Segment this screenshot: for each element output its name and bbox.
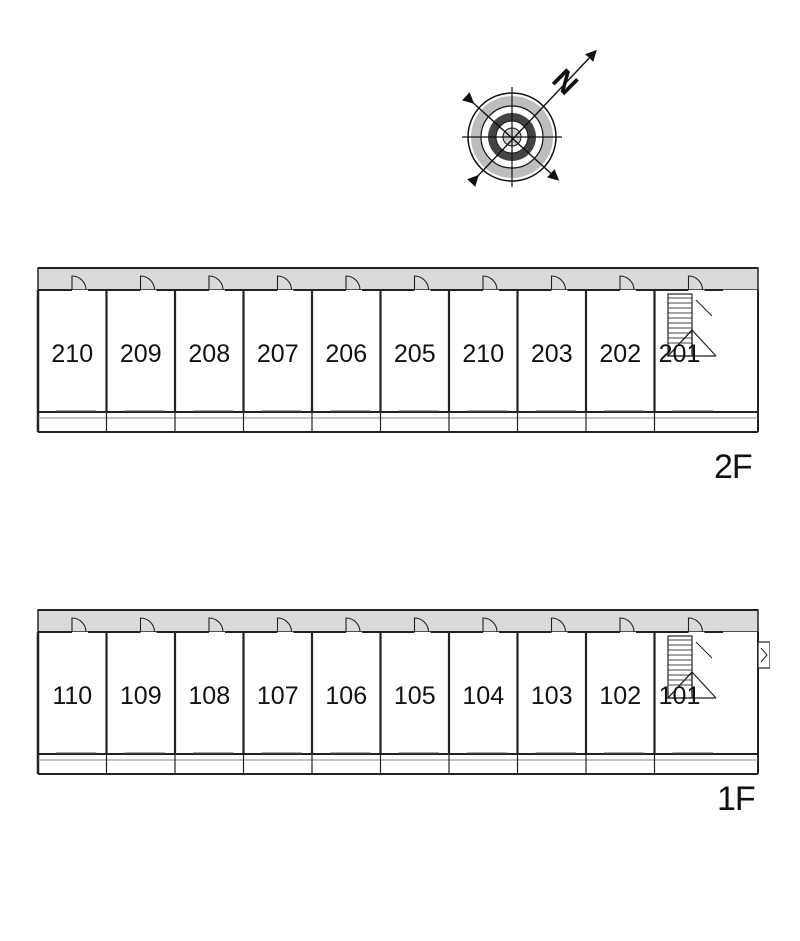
unit-number: 108 <box>188 682 230 710</box>
unit-number: 103 <box>531 682 573 710</box>
compass-rose: N <box>462 49 597 187</box>
unit-door <box>71 617 87 633</box>
unit-door <box>687 275 704 291</box>
unit-door <box>482 617 498 633</box>
unit-number: 206 <box>325 340 367 368</box>
unit-number: 209 <box>120 340 162 368</box>
unit-door <box>276 617 293 633</box>
unit-door <box>276 275 293 291</box>
unit-door <box>139 275 156 291</box>
unit-door <box>482 275 498 291</box>
unit-door <box>413 617 430 633</box>
unit-number: 107 <box>257 682 299 710</box>
unit-door <box>619 617 635 633</box>
unit-number: 110 <box>52 682 92 710</box>
unit-door <box>71 275 87 291</box>
unit-door <box>550 617 567 633</box>
unit-number: 203 <box>531 340 573 368</box>
unit-number: 210 <box>51 340 93 368</box>
unit-number: 101 <box>659 682 701 710</box>
unit-door <box>413 275 430 291</box>
unit-number: 105 <box>394 682 436 710</box>
entrance-box <box>757 641 770 669</box>
floor-label-2f: 2F <box>714 448 753 486</box>
unit-number: 208 <box>188 340 230 368</box>
unit-number: 102 <box>599 682 641 710</box>
unit-door <box>345 617 361 633</box>
unit-door <box>687 617 704 633</box>
unit-number: 201 <box>659 340 701 368</box>
floor-plan-2f: 210 209 208 207 206 205 210 203 202 201 <box>36 267 759 433</box>
unit-door <box>208 617 224 633</box>
unit-number: 104 <box>462 682 504 710</box>
unit-door <box>619 275 635 291</box>
unit-number: 106 <box>325 682 367 710</box>
floor-label-1f: 1F <box>717 780 756 818</box>
unit-door <box>208 275 224 291</box>
unit-number: 109 <box>120 682 162 710</box>
unit-door <box>550 275 567 291</box>
unit-number: 202 <box>599 340 641 368</box>
stairwell <box>667 635 693 699</box>
floor-plan-1f: 110 109 108 107 106 105 104 103 102 101 <box>36 609 770 775</box>
unit-number: 210 <box>462 340 504 368</box>
unit-door <box>345 275 361 291</box>
unit-door <box>139 617 156 633</box>
unit-number: 205 <box>394 340 436 368</box>
unit-number: 207 <box>257 340 299 368</box>
